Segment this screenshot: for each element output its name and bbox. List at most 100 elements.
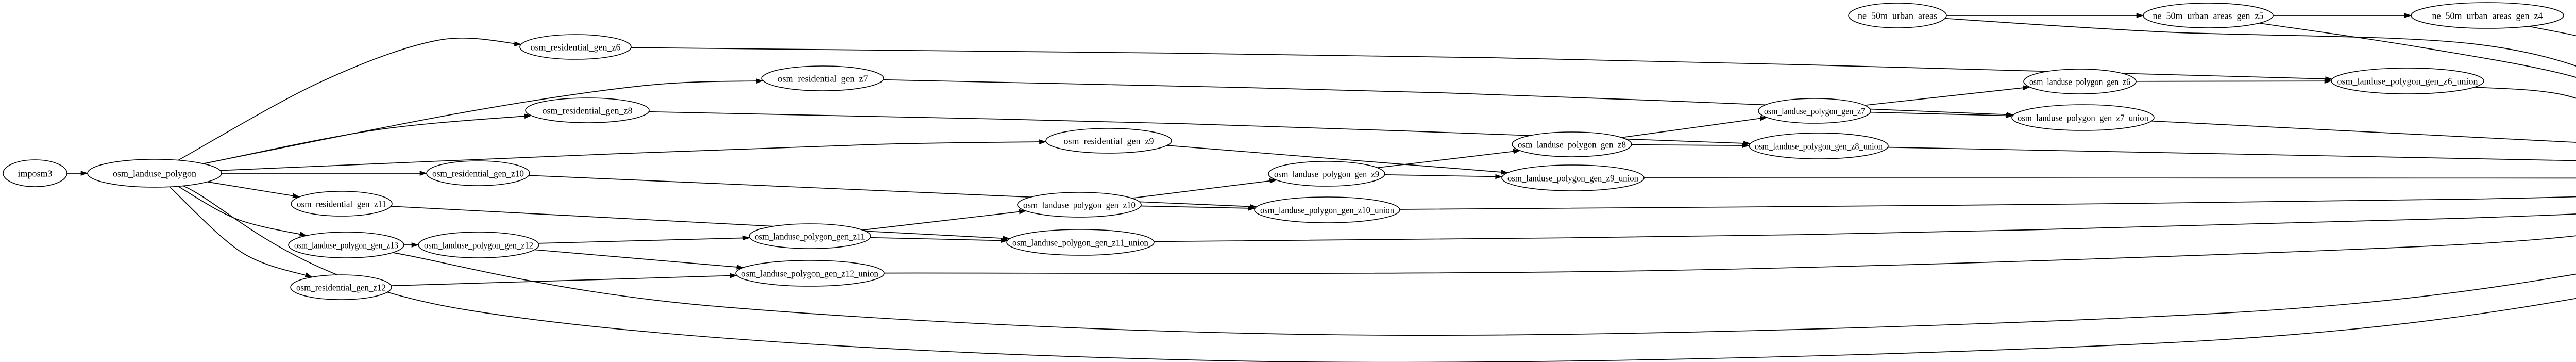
edge-osm_landuse_polygon_gen_z11-to-osm_landuse_polygon_gen_z11_union (870, 237, 1008, 243)
node-imposm3: imposm3 (3, 159, 67, 187)
edge-osm_residential_gen_z7-to-osm_landuse_polygon_gen_z7_union (883, 79, 2014, 118)
node-ne_50m_urban_areas_gen_z4: ne_50m_urban_areas_gen_z4 (2411, 2, 2564, 29)
node-label: osm_residential_gen_z8 (543, 105, 633, 116)
node-label: osm_residential_gen_z7 (778, 73, 868, 84)
node-ellipse (291, 191, 393, 217)
edge-osm_landuse_polygon-to-osm_residential_gen_z12 (169, 186, 313, 278)
edge-osm_residential_gen_z11-to-osm_landuse_polygon_gen_z11_union (391, 206, 1010, 241)
node-ellipse (1254, 196, 1400, 223)
edge-osm_landuse_polygon_gen_z11_union-to-layer_landuse-z11 (1154, 213, 2576, 242)
node-osm_landuse_polygon_gen_z7: osm_landuse_polygon_gen_z7 (1758, 98, 1871, 124)
edge-osm_residential_gen_z10-to-osm_landuse_polygon_gen_z10_union (529, 175, 1257, 209)
edge-osm_landuse_polygon_gen_z12_union-to-layer_landuse-z12 (884, 235, 2576, 274)
node-osm_landuse_polygon_gen_z10: osm_landuse_polygon_gen_z10 (1017, 192, 1142, 218)
edge-osm_landuse_polygon-to-osm_landuse_polygon_gen_z13 (178, 186, 307, 237)
node-label: osm_landuse_polygon_gen_z6_union (2337, 76, 2478, 86)
node-label: osm_landuse_polygon_gen_z9 (1274, 169, 1379, 179)
node-ellipse (87, 159, 222, 188)
edge-osm_residential_gen_z12-to-osm_landuse_polygon_gen_z12_union (391, 273, 737, 286)
node-ellipse (1017, 192, 1142, 218)
edge-osm_landuse_polygon-to-osm_residential_gen_z6 (178, 37, 522, 161)
node-ellipse (2011, 104, 2155, 131)
node-label: imposm3 (18, 168, 52, 178)
edge-osm_landuse_polygon-to-osm_residential_gen_z8 (203, 113, 532, 164)
node-osm_landuse_polygon_gen_z6: osm_landuse_polygon_gen_z6 (2023, 69, 2137, 94)
node-label: osm_landuse_polygon_gen_z12_union (741, 268, 878, 278)
node-ellipse (735, 260, 885, 287)
node-ellipse (2331, 68, 2484, 94)
node-label: osm_landuse_polygon_gen_z7 (1764, 106, 1865, 116)
node-label: osm_landuse_polygon_gen_z9_union (1507, 173, 1638, 183)
node-label: osm_landuse_polygon_gen_z10_union (1260, 205, 1394, 215)
edge-osm_landuse_polygon_gen_z12-to-osm_landuse_polygon_gen_z11 (538, 235, 750, 244)
node-osm_landuse_polygon_gen_z11_union: osm_landuse_polygon_gen_z11_union (1006, 229, 1155, 256)
node-ellipse (749, 223, 871, 249)
node-ellipse (2411, 2, 2564, 29)
node-ne_50m_urban_areas_gen_z5: ne_50m_urban_areas_gen_z5 (2143, 3, 2274, 28)
node-osm_landuse_polygon_gen_z8_union: osm_landuse_polygon_gen_z8_union (1749, 133, 1889, 159)
node-osm_residential_gen_z11: osm_residential_gen_z11 (291, 191, 393, 217)
node-osm_landuse_polygon_gen_z10_union: osm_landuse_polygon_gen_z10_union (1254, 196, 1400, 223)
node-ellipse (519, 34, 632, 60)
node-ellipse (1758, 98, 1871, 124)
node-ellipse (1749, 133, 1889, 159)
edge-ne_50m_urban_areas_gen_z4-to-layer_landuse-z4 (2529, 26, 2576, 37)
edge-osm_landuse_polygon-to-osm_residential_gen_z9 (220, 139, 1047, 171)
node-label: ne_50m_urban_areas_gen_z5 (2153, 10, 2264, 21)
node-label: osm_landuse_polygon (113, 168, 196, 178)
node-ellipse (1045, 128, 1172, 154)
edge-ne_50m_urban_areas_gen_z5-to-layer_landuse-z5 (2259, 22, 2576, 78)
nodes-layer: imposm3 osm_landuse_polygon osm_residentia… (3, 2, 2564, 300)
node-osm_landuse_polygon_gen_z13: osm_landuse_polygon_gen_z13 (288, 232, 404, 258)
edge-osm_landuse_polygon_gen_z8-to-osm_landuse_polygon_gen_z7 (1621, 116, 1768, 138)
node-ellipse (418, 232, 539, 258)
node-label: osm_landuse_polygon_gen_z11 (755, 231, 865, 241)
node-label: osm_residential_gen_z6 (531, 42, 621, 52)
node-osm_residential_gen_z7: osm_residential_gen_z7 (761, 65, 884, 91)
node-ellipse (426, 160, 530, 186)
node-osm_landuse_polygon_gen_z7_union: osm_landuse_polygon_gen_z7_union (2011, 104, 2155, 131)
node-ellipse (2023, 69, 2137, 94)
node-ellipse (2143, 3, 2274, 28)
edges-layer (67, 13, 2576, 362)
node-osm_residential_gen_z6: osm_residential_gen_z6 (519, 34, 632, 60)
edge-osm_landuse_polygon_gen_z13-to-layer_landuse-z13 (392, 252, 2576, 336)
node-ellipse (1848, 3, 1947, 28)
node-label: ne_50m_urban_areas (1858, 10, 1937, 21)
node-ellipse (1006, 229, 1155, 256)
node-ellipse (761, 65, 884, 91)
node-label: osm_landuse_polygon_gen_z7_union (2018, 112, 2148, 123)
edge-osm_landuse_polygon_gen_z12-to-osm_landuse_polygon_gen_z12_union (534, 249, 744, 270)
node-osm_landuse_polygon_gen_z11: osm_landuse_polygon_gen_z11 (749, 223, 871, 249)
edge-osm_landuse_polygon_gen_z6_union-to-layer_landuse-z6 (2475, 87, 2576, 99)
node-osm_landuse_polygon_gen_z9_union: osm_landuse_polygon_gen_z9_union (1501, 164, 1645, 191)
node-osm_landuse_polygon_gen_z9: osm_landuse_polygon_gen_z9 (1268, 161, 1385, 187)
edge-ne_50m_urban_areas-to-layer_landuse-z6 (1945, 18, 2576, 67)
node-label: osm_landuse_polygon_gen_z10 (1023, 200, 1136, 210)
node-label: osm_residential_gen_z12 (296, 282, 386, 292)
edge-osm_landuse_polygon_gen_z7-to-osm_landuse_polygon_gen_z6 (1865, 85, 2030, 106)
node-ellipse (288, 232, 404, 258)
node-label: osm_landuse_polygon_gen_z6 (2029, 76, 2130, 87)
edge-osm_landuse_polygon-to-layer_landuse-z14+ (183, 185, 2576, 362)
edge-osm_landuse_polygon_gen_z7_union-to-layer_landuse-z7 (2151, 120, 2576, 143)
node-label: osm_residential_gen_z9 (1064, 136, 1154, 146)
edge-osm_landuse_polygon_gen_z11-to-osm_landuse_polygon_gen_z10 (862, 209, 1026, 231)
node-ellipse (1501, 164, 1645, 191)
node-osm_landuse_polygon_gen_z12_union: osm_landuse_polygon_gen_z12_union (735, 260, 885, 287)
node-label: ne_50m_urban_areas_gen_z4 (2432, 10, 2543, 21)
node-osm_residential_gen_z8: osm_residential_gen_z8 (525, 97, 650, 123)
edge-osm_landuse_polygon_gen_z10-to-osm_landuse_polygon_gen_z9 (1131, 178, 1277, 199)
edge-osm_landuse_polygon_gen_z8_union-to-layer_landuse-z8 (1888, 146, 2576, 161)
node-ellipse (290, 274, 392, 300)
edge-osm_landuse_polygon_gen_z10_union-to-layer_landuse-z10 (1399, 196, 2576, 210)
node-ellipse (1512, 131, 1632, 157)
edge-osm_landuse_polygon_gen_z9-to-osm_landuse_polygon_gen_z8 (1377, 149, 1521, 169)
node-label: osm_landuse_polygon_gen_z11_union (1012, 237, 1148, 248)
edge-osm_landuse_polygon-to-osm_residential_gen_z11 (207, 181, 300, 199)
node-osm_residential_gen_z12: osm_residential_gen_z12 (290, 274, 392, 300)
node-label: osm_residential_gen_z10 (432, 168, 524, 178)
edge-osm_landuse_polygon_gen_z7-to-osm_landuse_polygon_gen_z7_union (1870, 111, 2013, 119)
